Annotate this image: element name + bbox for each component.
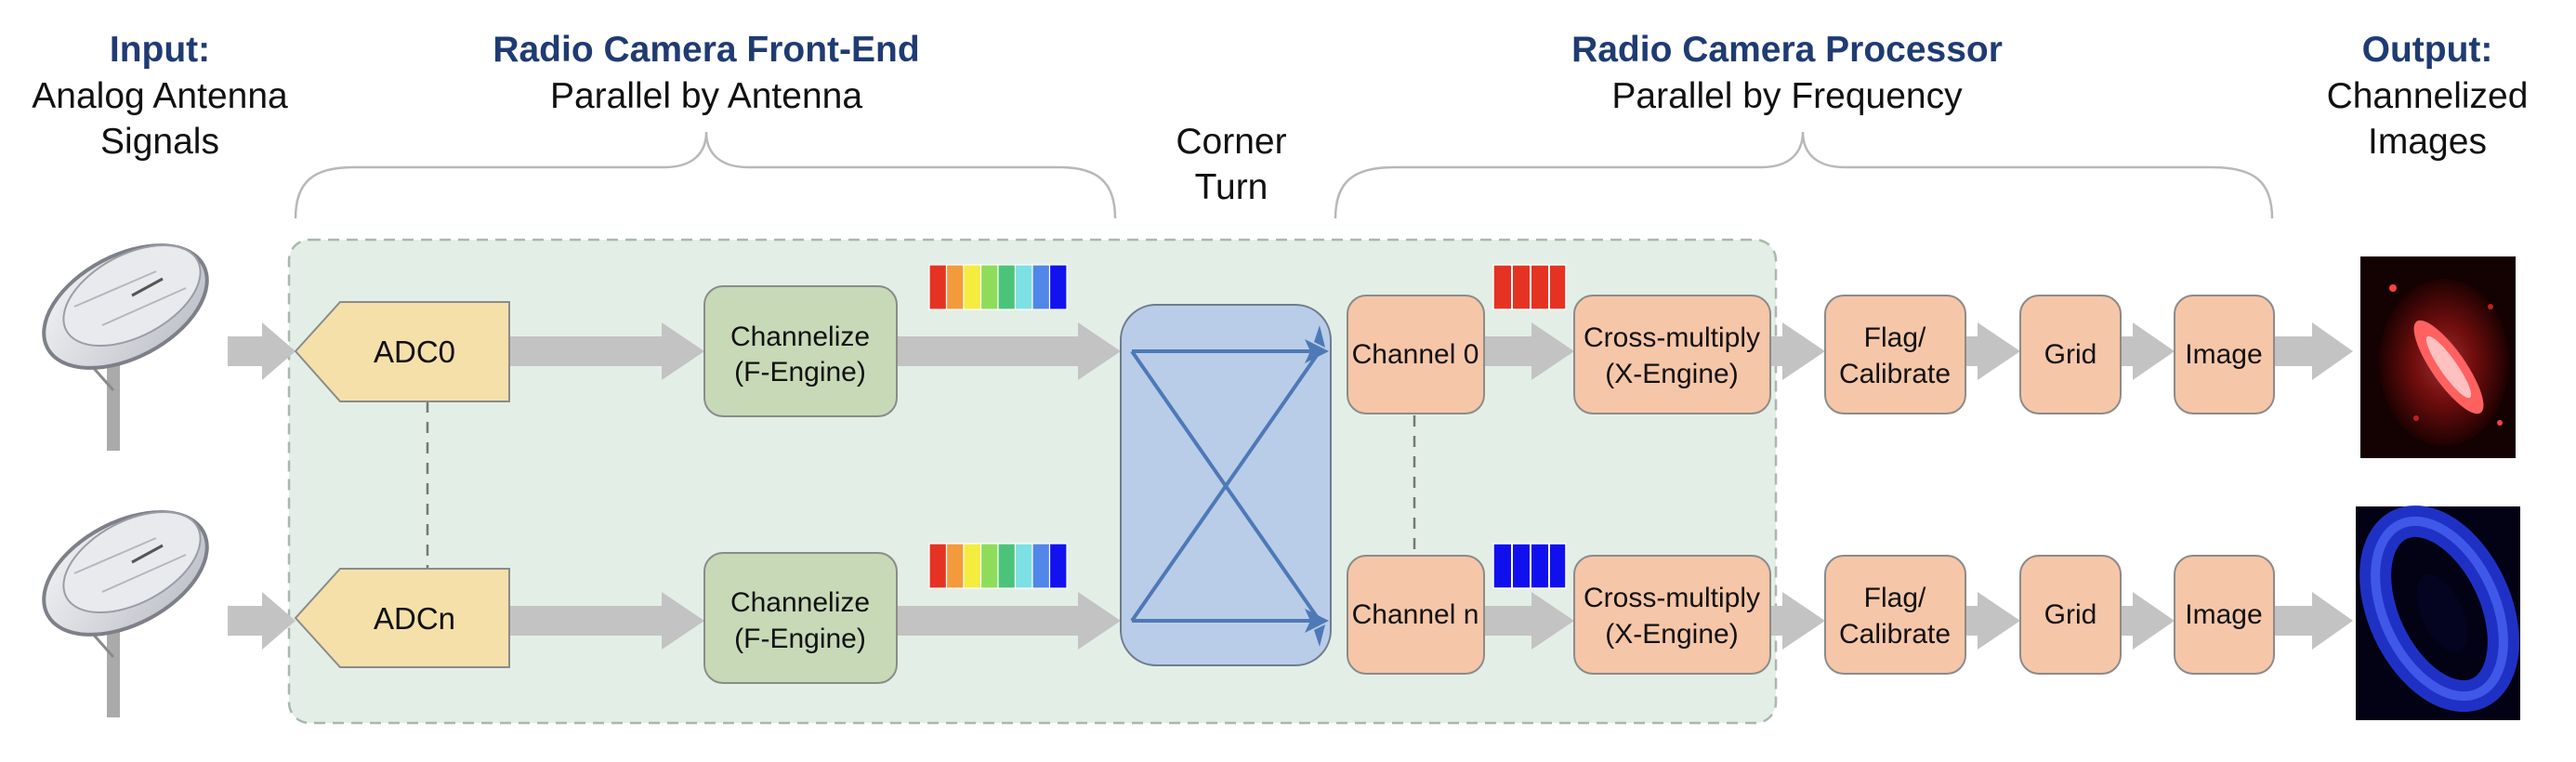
spectrum-cell <box>1014 264 1033 310</box>
grid-0-block: Grid <box>2019 295 2122 414</box>
output-line2: Images <box>2368 122 2487 162</box>
image-n-label: Image <box>2185 599 2262 630</box>
xengine-0-line2: (X-Engine) <box>1605 359 1738 389</box>
image-0-label: Image <box>2185 339 2262 370</box>
spectrum-cell <box>963 543 982 589</box>
spectrum-cell <box>997 264 1017 310</box>
spectrum-bar-row-n <box>928 543 1068 589</box>
arrow-flag-grid <box>1965 592 2020 650</box>
output-title: Output: <box>2362 30 2493 70</box>
xengine-0-line1: Cross-multiply <box>1584 322 1760 353</box>
arrow-adc0-fengine <box>509 322 704 380</box>
flag-0-line1: Flag/ <box>1864 322 1926 353</box>
flow-arrows-row-n <box>228 592 2353 650</box>
arrow-xengine-flag <box>1770 322 1825 380</box>
arrow-xengine-flag <box>1770 592 1825 650</box>
grid-0-label: Grid <box>2044 339 2097 370</box>
input-line2: Signals <box>100 122 219 162</box>
arrow-adcn-fengine <box>509 592 704 650</box>
image-0-block: Image <box>2174 295 2275 414</box>
output-image-blue <box>2356 505 2520 720</box>
spectrum-cell <box>945 543 965 589</box>
xengine-n-line1: Cross-multiply <box>1584 583 1760 613</box>
processor-brace <box>1334 131 2274 219</box>
arrow-antenna-adcn <box>228 592 296 650</box>
input-title: Input: <box>110 30 210 70</box>
fengine-n-line1: Channelize <box>730 587 870 618</box>
adc0-label: ADC0 <box>374 335 455 369</box>
fengine-0-block: Channelize (F-Engine) <box>703 285 898 417</box>
arrow-grid-image <box>2121 322 2175 380</box>
corner-turn-block <box>1120 304 1332 666</box>
corner-turn-header: Corner Turn <box>1176 122 1286 207</box>
channel-n-block: Channel n <box>1347 555 1485 675</box>
flag-n-line2: Calibrate <box>1839 619 1951 650</box>
input-header: Input: Analog Antenna Signals <box>32 30 288 162</box>
arrow-image-output <box>2274 322 2353 380</box>
arrow-fengine-corner <box>897 592 1121 650</box>
channel-n-chip <box>1492 543 1567 589</box>
front-end-header: Radio Camera Front-End Parallel by Anten… <box>493 30 919 116</box>
spectrum-cell <box>979 264 999 310</box>
output-line1: Channelized <box>2327 76 2529 116</box>
spectrum-cell <box>1048 543 1068 589</box>
processor-title: Radio Camera Processor <box>1571 30 2003 70</box>
flag-n-line1: Flag/ <box>1864 583 1926 613</box>
fengine-n-block: Channelize (F-Engine) <box>703 552 898 684</box>
channel-0-chip <box>1492 264 1567 310</box>
spectrum-cell <box>945 264 965 310</box>
xengine-n-line2: (X-Engine) <box>1605 619 1738 650</box>
processor-subtitle: Parallel by Frequency <box>1611 76 1963 116</box>
output-image-red <box>2360 256 2516 458</box>
xengine-n-block: Cross-multiply (X-Engine) <box>1573 555 1771 675</box>
spectrum-cell <box>1032 543 1051 589</box>
front-end-brace <box>294 131 1117 219</box>
fengine-0-line1: Channelize <box>730 322 870 352</box>
arrow-image-output <box>2274 592 2353 650</box>
spectrum-cell <box>1014 543 1033 589</box>
corner-turn-line1: Corner <box>1176 122 1286 162</box>
arrow-channel0-xengine <box>1484 322 1574 380</box>
arrow-flag-grid <box>1965 322 2020 380</box>
spectrum-cell <box>997 543 1017 589</box>
spectrum-cell <box>979 543 999 589</box>
front-end-subtitle: Parallel by Antenna <box>550 76 862 116</box>
arrow-antenna-adc0 <box>228 322 296 380</box>
corner-turn-line2: Turn <box>1195 167 1268 207</box>
arrow-channeln-xengine <box>1484 592 1574 650</box>
fengine-0-line2: (F-Engine) <box>734 357 866 388</box>
fengine-n-line2: (F-Engine) <box>734 624 866 654</box>
front-end-title: Radio Camera Front-End <box>493 30 919 70</box>
antenna-dish-0-icon <box>42 243 209 451</box>
flag-0-block: Flag/ Calibrate <box>1824 295 1966 414</box>
adcn-block: ADCn <box>294 568 510 668</box>
flag-n-block: Flag/ Calibrate <box>1824 555 1966 675</box>
channel-0-block: Channel 0 <box>1347 295 1485 414</box>
processor-header: Radio Camera Processor Parallel by Frequ… <box>1571 30 2003 116</box>
xengine-0-block: Cross-multiply (X-Engine) <box>1573 295 1771 414</box>
grid-n-block: Grid <box>2019 555 2122 675</box>
spectrum-cell <box>1048 264 1068 310</box>
adc0-block: ADC0 <box>294 301 510 402</box>
spectrum-cell <box>928 264 948 310</box>
spectrum-cell <box>963 264 982 310</box>
arrow-fengine-corner <box>897 322 1121 380</box>
input-line1: Analog Antenna <box>32 76 288 116</box>
image-n-block: Image <box>2174 555 2275 675</box>
flow-arrows-row-0 <box>228 322 2353 380</box>
antenna-dish-n-icon <box>42 510 209 717</box>
grid-n-label: Grid <box>2044 599 2097 630</box>
output-header: Output: Channelized Images <box>2327 30 2529 162</box>
channel-n-label: Channel n <box>1352 599 1479 630</box>
arrow-grid-image <box>2121 592 2175 650</box>
pipeline-panel <box>287 238 1778 725</box>
spectrum-cell <box>928 543 948 589</box>
adcn-label: ADCn <box>374 601 455 636</box>
flag-0-line2: Calibrate <box>1839 359 1951 389</box>
spectrum-cell <box>1032 264 1051 310</box>
spectrum-bar-row-0 <box>928 264 1068 310</box>
channel-0-label: Channel 0 <box>1352 339 1479 370</box>
